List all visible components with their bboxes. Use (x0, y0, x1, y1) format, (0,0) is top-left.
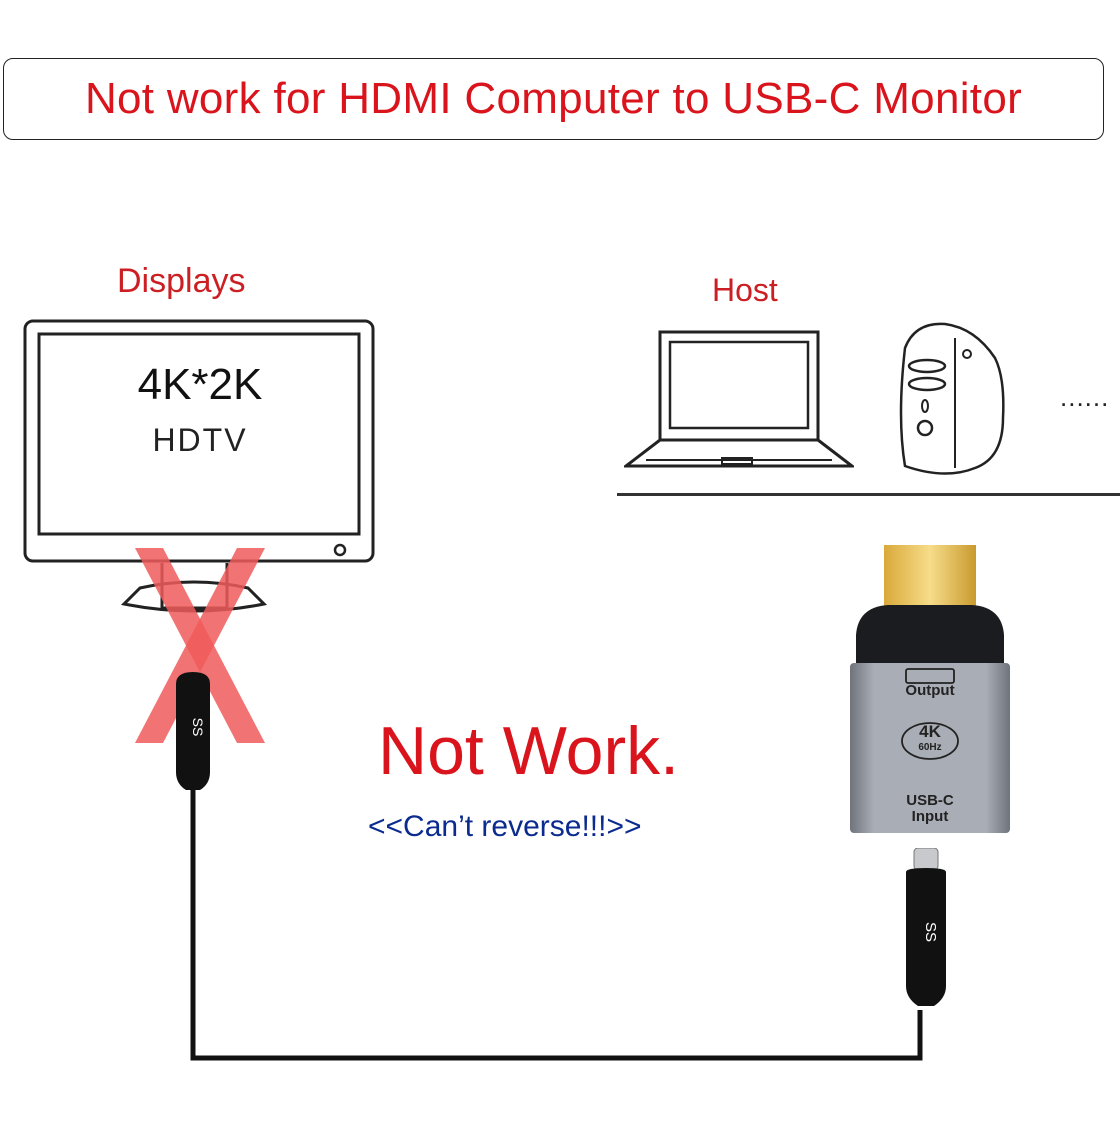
not-work-headline: Not Work. (378, 713, 680, 789)
more-hosts-ellipsis: ...... (1060, 382, 1110, 412)
title-banner: Not work for HDMI Computer to USB-C Moni… (3, 58, 1104, 140)
desktop-tower-icon (895, 318, 1007, 483)
adapter-4k-badge: 4K (919, 722, 941, 741)
adapter-output-label: Output (905, 682, 955, 699)
adapter-60hz-badge: 60Hz (918, 742, 942, 753)
monitor-icon: 4K*2K HDTV (22, 318, 378, 618)
hdmi-usb-c-adapter: Output 4K 60Hz USB-C Input (848, 545, 1012, 835)
screen-title: 4K*2K (137, 360, 263, 409)
displays-label: Displays (117, 262, 246, 300)
host-label: Host (712, 272, 778, 308)
usb-c-plug-left: SS (172, 672, 214, 802)
svg-text:SS: SS (190, 718, 206, 737)
host-baseline-divider (617, 493, 1120, 496)
laptop-icon (621, 328, 857, 473)
title-text: Not work for HDMI Computer to USB-C Moni… (84, 74, 1023, 123)
svg-text:SS: SS (922, 922, 939, 942)
x-mark-icon (135, 548, 265, 743)
adapter-input-label-2: Input (911, 808, 949, 825)
screen-subtitle: HDTV (152, 422, 248, 458)
cant-reverse-subline: <<Can’t reverse!!!>> (368, 810, 642, 843)
usb-c-plug-right: SS (898, 847, 954, 1020)
adapter-input-label-1: USB-C (906, 792, 954, 809)
